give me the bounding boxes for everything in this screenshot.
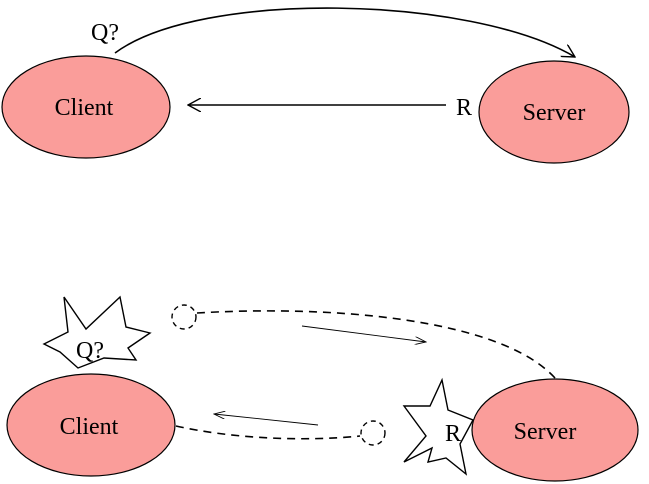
- bottom-client-node: Client: [6, 373, 176, 477]
- bottom-client-label: Client: [60, 414, 119, 440]
- top-client-node: Client: [1, 55, 171, 159]
- top-client-ellipse: [1, 55, 171, 159]
- bottom-response-label: R: [445, 421, 461, 447]
- bottom-server-ellipse: [471, 378, 639, 482]
- top-server-label: Server: [523, 100, 586, 126]
- bottom-client-ellipse: [6, 373, 176, 477]
- query-direction-arrow: [301, 325, 426, 342]
- lost-response-path: [175, 425, 361, 440]
- top-server-node: Server: [478, 60, 630, 164]
- top-client-label: Client: [55, 95, 114, 121]
- bottom-server-node: Server: [471, 378, 639, 482]
- top-query-arrow: [114, 7, 575, 57]
- lost-query-path: [196, 310, 556, 379]
- top-scenario: Client Server Q? R: [1, 7, 630, 164]
- response-burst-icon: [402, 377, 474, 476]
- top-response-label: R: [456, 95, 472, 121]
- bottom-scenario: Client Server Q? R: [6, 295, 639, 482]
- lost-response-packet-icon: [360, 420, 386, 446]
- response-direction-arrow: [214, 414, 319, 426]
- query-burst-icon: [42, 295, 152, 369]
- lost-query-packet-icon: [171, 304, 197, 330]
- top-query-label: Q?: [91, 20, 119, 46]
- bottom-server-label: Server: [514, 419, 577, 445]
- top-server-ellipse: [478, 60, 630, 164]
- bottom-query-label: Q?: [76, 338, 104, 364]
